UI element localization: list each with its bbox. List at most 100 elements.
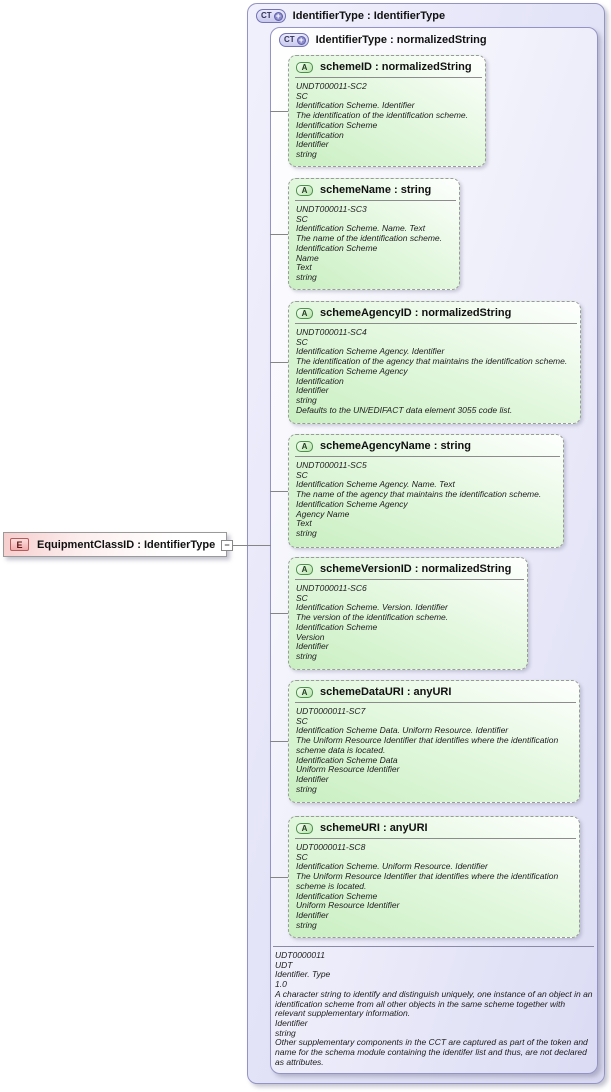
- annotation-line: string: [296, 394, 317, 405]
- annotation-line: Identification Scheme: [296, 242, 378, 253]
- header-separator: [295, 456, 560, 457]
- connector-line: [270, 491, 289, 492]
- header-separator: [295, 77, 482, 78]
- connector-line: [270, 741, 289, 742]
- attribute-header[interactable]: A schemeAgencyName : string: [289, 435, 563, 455]
- annotation-line: Identification Scheme: [296, 119, 378, 130]
- annotation-line: string: [296, 527, 317, 538]
- annotation-line: string: [296, 783, 317, 794]
- annotation-line: SC: [296, 213, 308, 224]
- annotation-line: string: [296, 148, 317, 159]
- attribute-icon: A: [296, 184, 313, 196]
- annotation-line: UDT0000011-SC8: [296, 842, 366, 852]
- element-icon: E: [10, 538, 29, 551]
- annotation-line: Identification Scheme. Name. Text: [296, 223, 426, 234]
- attribute-box-schemeAgencyName: A schemeAgencyName : string UNDT000011-S…: [288, 434, 564, 548]
- annotation-line: Identifier: [296, 139, 329, 150]
- element-label: EquipmentClassID : IdentifierType: [37, 538, 216, 551]
- annotation-line: Identifier: [296, 385, 329, 396]
- annotation-line: string: [296, 271, 317, 282]
- annotation-line: 1.0: [275, 979, 287, 990]
- annotation-line: Identification Scheme Data. Uniform Reso…: [296, 725, 509, 736]
- annotation-line: The identification of the identification…: [296, 110, 468, 121]
- complextype-outer-header: CT + IdentifierType : IdentifierType: [256, 9, 445, 23]
- attribute-header[interactable]: A schemeDataURI : anyURI: [289, 681, 579, 701]
- annotation-line: SC: [296, 469, 308, 480]
- attribute-icon: A: [296, 822, 313, 834]
- annotation-line: Version: [296, 631, 325, 642]
- annotation-line: Identification Scheme Data: [296, 754, 398, 765]
- annotation-line: string: [296, 650, 317, 661]
- annotation-line: Text: [296, 518, 312, 529]
- annotation-line: Text: [296, 262, 312, 273]
- attribute-title: schemeURI : anyURI: [320, 822, 428, 834]
- attribute-title: schemeID : normalizedString: [320, 61, 472, 73]
- collapse-toggle[interactable]: −: [221, 540, 233, 551]
- attribute-title: schemeDataURI : anyURI: [320, 686, 452, 698]
- attribute-box-schemeAgencyID: A schemeAgencyID : normalizedString UNDT…: [288, 301, 581, 424]
- annotation-line: UDT0000011-SC7: [296, 706, 366, 716]
- annotation-line: Identification Scheme. Identifier: [296, 100, 415, 111]
- annotation-line: SC: [296, 851, 308, 862]
- annotation-line: string: [275, 1027, 296, 1038]
- attribute-header[interactable]: A schemeURI : anyURI: [289, 817, 579, 837]
- annotation-line: Identifier: [296, 909, 329, 920]
- attribute-header[interactable]: A schemeName : string: [289, 179, 459, 199]
- connector-line: [270, 362, 289, 363]
- annotation-line: SC: [296, 592, 308, 603]
- annotation-line: Identification Scheme Agency: [296, 498, 408, 509]
- connector-line: [270, 613, 289, 614]
- complex-type-icon-label: CT: [284, 35, 295, 44]
- annotation-line: Identification Scheme Agency. Name. Text: [296, 479, 455, 490]
- annotation-line: SC: [296, 336, 308, 347]
- annotation-line: Identifier: [275, 1017, 308, 1028]
- annotation-line: Identification Scheme. Uniform Resource.…: [296, 861, 488, 872]
- attribute-header[interactable]: A schemeVersionID : normalizedString: [289, 558, 527, 578]
- annotation-line: UNDT000011-SC6: [296, 583, 367, 593]
- attribute-header[interactable]: A schemeAgencyID : normalizedString: [289, 302, 580, 322]
- annotation-line: string: [296, 919, 317, 930]
- annotation-line: Identifier: [296, 641, 329, 652]
- expand-icon[interactable]: +: [273, 10, 283, 21]
- header-separator: [295, 702, 576, 703]
- annotation-line: UDT0000011: [275, 950, 325, 960]
- attribute-header[interactable]: A schemeID : normalizedString: [289, 56, 485, 76]
- expand-icon[interactable]: +: [296, 34, 306, 45]
- attribute-icon: A: [296, 563, 313, 575]
- attribute-icon: A: [296, 61, 313, 73]
- attribute-title: schemeAgencyID : normalizedString: [320, 307, 512, 319]
- connector-line: [270, 111, 289, 112]
- connector-line: [270, 234, 289, 235]
- attribute-icon: A: [296, 307, 313, 319]
- annotation-line: Uniform Resource Identifier: [296, 764, 400, 775]
- annotation-line: Identifier. Type: [275, 969, 331, 980]
- annotation-line: The identification of the agency that ma…: [296, 356, 568, 367]
- element-box-EquipmentClassID[interactable]: E EquipmentClassID : IdentifierType: [3, 532, 227, 557]
- annotation-line: The Uniform Resource Identifier that ide…: [296, 735, 559, 755]
- complextype-inner-header: CT + IdentifierType : normalizedString: [279, 33, 487, 47]
- attribute-title: schemeName : string: [320, 184, 432, 196]
- annotation-line: Defaults to the UN/EDIFACT data element …: [296, 404, 513, 415]
- footer-separator: [273, 946, 594, 947]
- annotation-line: SC: [296, 90, 308, 101]
- annotation-line: Agency Name: [296, 508, 350, 519]
- attribute-box-schemeVersionID: A schemeVersionID : normalizedString UND…: [288, 557, 528, 670]
- annotation-line: Identification Scheme. Version. Identifi…: [296, 602, 448, 613]
- connector-line: [270, 877, 289, 878]
- attribute-title: schemeVersionID : normalizedString: [320, 563, 512, 575]
- annotation-line: The Uniform Resource Identifier that ide…: [296, 871, 559, 891]
- annotation-line: UNDT000011-SC2: [296, 81, 367, 91]
- header-separator: [295, 579, 524, 580]
- annotation-line: UNDT000011-SC4: [296, 327, 367, 337]
- annotation-line: UNDT000011-SC5: [296, 460, 367, 470]
- annotation-line: Identification: [296, 129, 344, 140]
- annotation-line: Identifier: [296, 773, 329, 784]
- complex-type-icon: CT +: [256, 9, 286, 23]
